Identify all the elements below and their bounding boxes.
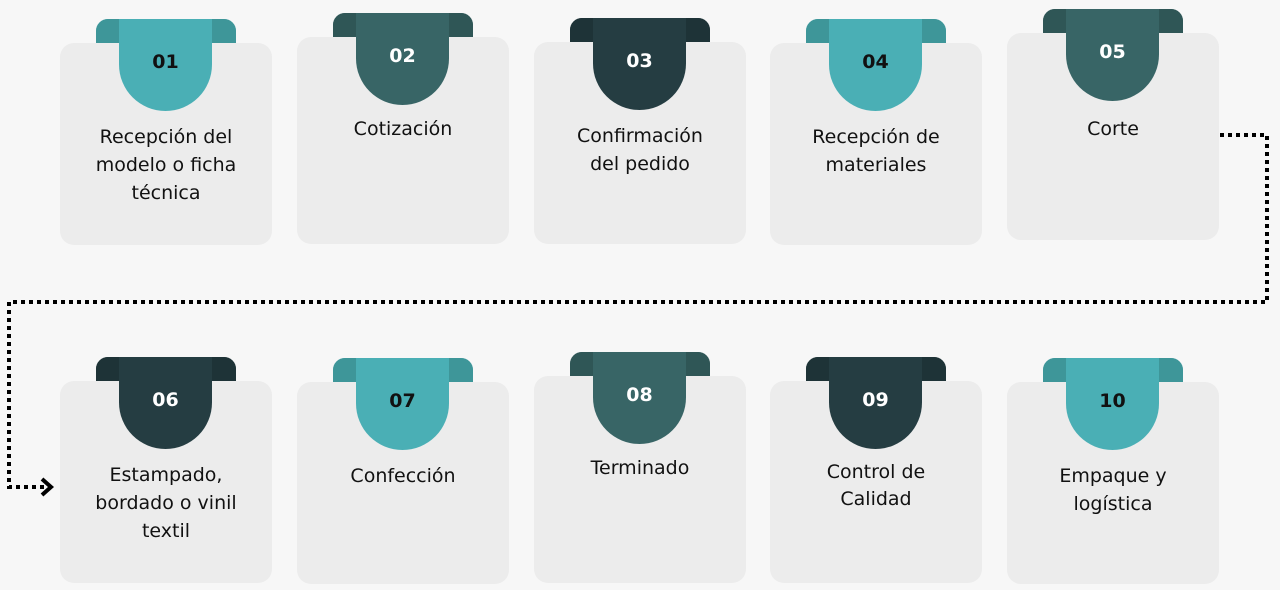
step-05: 05 Corte [1007,9,1219,240]
step-09: 09 Control de Calidad [770,357,982,583]
step-title: Corte [1087,118,1139,140]
step-title: Terminado [590,457,690,479]
step-06: 06 Estampado, bordado o vinil textil [60,357,272,583]
step-number: 10 [1066,358,1159,450]
step-number: 09 [829,357,922,449]
step-03: 03 Confirmación del pedido [534,18,746,244]
step-10: 10 Empaque y logística [1007,358,1219,584]
step-02: 02 Cotización [297,13,509,244]
step-number: 04 [829,19,922,111]
step-title: Empaque y logística [1059,465,1167,515]
step-number: 05 [1066,9,1159,101]
step-title: Confección [350,465,456,487]
step-number: 06 [119,357,212,449]
step-title: Estampado, bordado o vinil textil [95,464,237,542]
step-07: 07 Confección [297,358,509,584]
step-number: 02 [356,13,449,105]
step-number: 07 [356,358,449,450]
step-title: Recepción del modelo o ficha técnica [95,126,237,204]
step-number: 08 [593,352,686,444]
step-title: Confirmación del pedido [577,125,703,175]
step-number: 01 [119,19,212,111]
step-number: 03 [593,18,686,110]
step-01: 01 Recepción del modelo o ficha técnica [60,19,272,245]
step-title: Control de Calidad [826,461,926,510]
step-08: 08 Terminado [534,352,746,583]
step-title: Recepción de materiales [812,126,940,176]
step-04: 04 Recepción de materiales [770,19,982,245]
step-title: Cotización [353,118,453,140]
